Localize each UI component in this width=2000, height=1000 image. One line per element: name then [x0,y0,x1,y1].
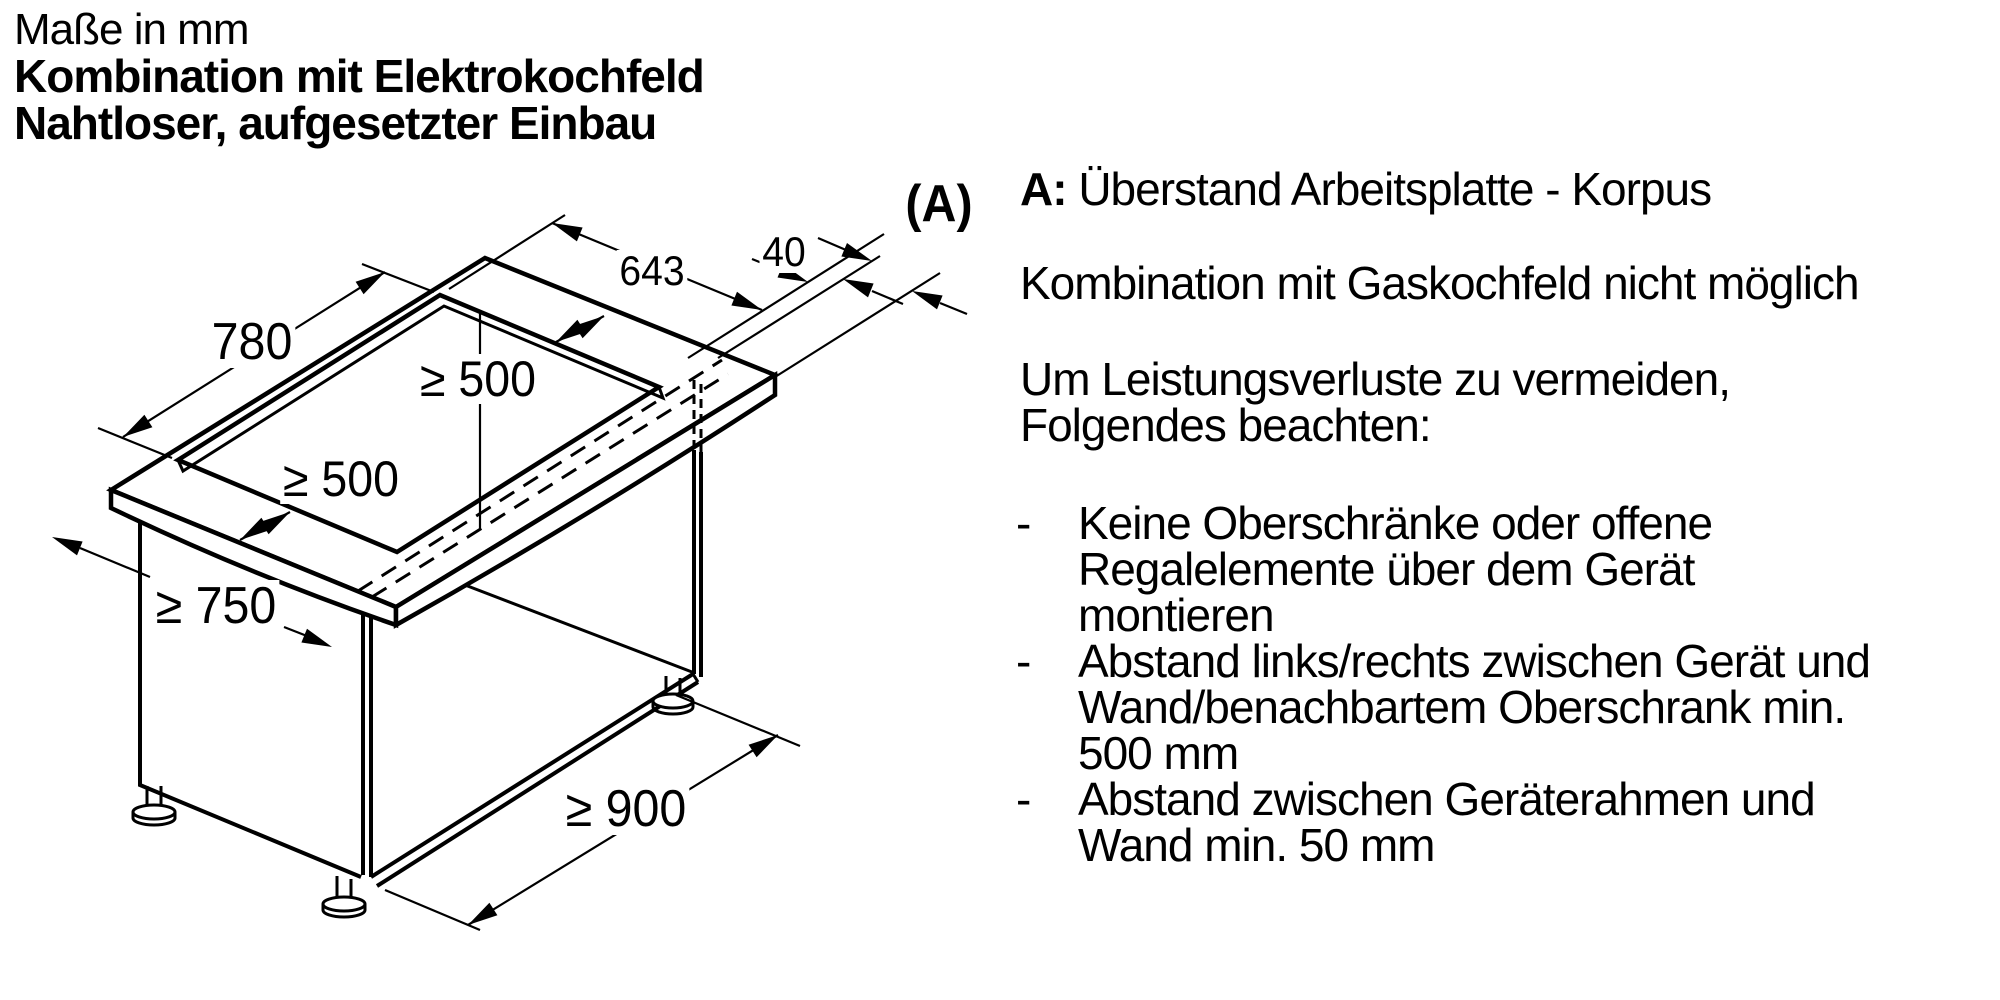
bullet-3-line-1: Abstand zwischen Geräterahmen und [1078,773,1816,825]
bullet-marker: - [1016,773,1032,825]
dim-750-lines [52,537,332,647]
heading-line-3: Nahtloser, aufgesetzter Einbau [14,97,657,149]
intro-paragraph: Um Leistungsverluste zu vermeiden, Folge… [1020,353,1731,451]
page-heading: Maße in mm Kombination mit Elektrokochfe… [14,5,705,149]
cutout-edge-arrow [555,315,605,343]
cabinet-foot-front [321,876,367,919]
dim-label-900: ≥ 900 [562,783,690,835]
bullet-1-line-2: Regalelemente über dem Gerät [1078,543,1695,595]
bullet-2-line-2: Wand/benachbartem Oberschrank min. [1078,681,1846,733]
dim-a-lines [717,236,968,378]
units-note: Maße in mm [14,5,249,54]
bullet-1-line-1: Keine Oberschränke oder offene [1078,497,1713,549]
gas-note: Kombination mit Gaskochfeld nicht möglic… [1020,257,1860,309]
hidden-edges [357,358,729,599]
bullet-text: Abstand zwischen Geräterahmen und Wand m… [1078,773,1816,871]
dim-label-643: 643 [616,250,688,292]
dim-500-left-arrow [239,511,291,541]
dim-label-780: 780 [208,316,296,368]
intro-line-2: Folgendes beachten: [1020,399,1432,451]
bullet-3-line-2: Wand min. 50 mm [1078,819,1436,871]
installation-drawing [52,214,968,932]
cabinet-foot-left [131,786,177,827]
legend-a-line: A: Überstand Arbeitsplatte - Korpus [1020,163,1712,215]
dim-label-500-top: ≥ 500 [417,354,539,404]
bullet-marker: - [1016,635,1032,687]
heading-line-2: Kombination mit Elektrokochfeld [14,50,705,102]
dim-label-750: ≥ 750 [152,580,280,632]
dim-label-40: 40 [759,231,809,273]
legend-a-text: Überstand Arbeitsplatte - Korpus [1066,163,1712,215]
bullet-marker: - [1016,497,1032,549]
dim-label-500-left: ≥ 500 [280,454,402,504]
intro-line-1: Um Leistungsverluste zu vermeiden, [1020,353,1731,405]
bullet-2-line-3: 500 mm [1078,727,1239,779]
dim-label-a: (A) [902,178,976,230]
legend-a-key: A: [1020,163,1068,215]
bullet-text: Abstand links/rechts zwischen Gerät und … [1078,635,1871,779]
bullet-text: Keine Oberschränke oder offene Regalelem… [1078,497,1713,641]
bullet-2-line-1: Abstand links/rechts zwischen Gerät und [1078,635,1871,687]
bullet-1-line-3: montieren [1078,589,1275,641]
